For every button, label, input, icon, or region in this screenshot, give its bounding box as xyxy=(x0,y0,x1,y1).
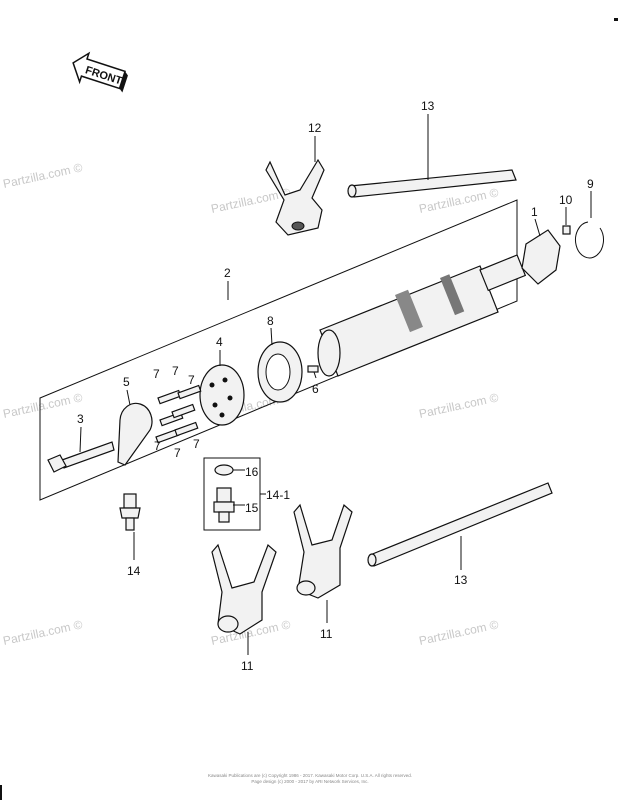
watermark: Partzilla.com © xyxy=(2,160,84,191)
callout-7: 7 xyxy=(174,446,181,460)
callout-4: 4 xyxy=(216,335,223,349)
watermarks: Partzilla.com © Partzilla.com © Partzill… xyxy=(2,160,500,648)
callout-13-top: 13 xyxy=(421,99,435,113)
callout-11: 11 xyxy=(241,659,254,673)
callout-5: 5 xyxy=(123,375,130,389)
page-design-line: Page design (c) 2000 - 2017 by ARI Netwo… xyxy=(251,779,369,784)
circlip xyxy=(575,221,604,259)
shift-fork-11-right xyxy=(293,503,353,599)
shift-rod-top xyxy=(347,169,517,198)
callout-6: 6 xyxy=(312,382,319,396)
bolt xyxy=(47,441,115,473)
callout-labels: 13 12 9 10 1 2 8 4 7 7 7 5 6 3 7 7 7 16 … xyxy=(77,99,594,673)
callout-15: 15 xyxy=(245,501,259,515)
pin-6 xyxy=(307,365,319,373)
o-ring xyxy=(214,464,234,476)
callout-16: 16 xyxy=(245,465,259,479)
watermark: Partzilla.com © xyxy=(418,185,500,216)
callout-9: 9 xyxy=(587,177,594,191)
shift-drum xyxy=(317,254,527,377)
callout-7: 7 xyxy=(172,364,179,378)
shift-fork-12 xyxy=(265,158,325,236)
pin-plate xyxy=(117,402,153,466)
leader-lines xyxy=(79,114,592,655)
front-arrow-icon: FRONT xyxy=(72,51,128,93)
cam-plate xyxy=(521,229,561,285)
callout-7: 7 xyxy=(153,367,160,381)
watermark: Partzilla.com © xyxy=(418,390,500,421)
callout-8: 8 xyxy=(267,314,274,328)
pin xyxy=(562,225,571,235)
assembly-box xyxy=(39,199,518,501)
callout-7: 7 xyxy=(193,437,200,451)
callout-14-1: 14-1 xyxy=(266,488,290,502)
watermark: Partzilla.com © xyxy=(2,390,84,421)
callout-2: 2 xyxy=(224,266,231,280)
callout-10: 10 xyxy=(559,193,573,207)
edge-mark xyxy=(614,18,618,21)
watermark: Partzilla.com © xyxy=(2,617,84,648)
pin-holder xyxy=(199,364,245,426)
callout-11: 11 xyxy=(320,627,333,641)
callout-13-bottom: 13 xyxy=(454,573,468,587)
callout-3: 3 xyxy=(77,412,84,426)
bearing xyxy=(257,341,303,403)
callout-7: 7 xyxy=(154,439,161,453)
pins-7 xyxy=(155,384,202,444)
callout-14: 14 xyxy=(127,564,141,578)
copyright-line: Kawasaki Publications are (c) Copyright … xyxy=(207,773,413,778)
callout-12: 12 xyxy=(308,121,322,135)
callout-7: 7 xyxy=(188,373,195,387)
shift-fork-11-left xyxy=(211,543,277,635)
switch-15 xyxy=(213,487,235,523)
callout-1: 1 xyxy=(531,205,538,219)
edge-mark xyxy=(0,785,2,800)
neutral-switch xyxy=(119,493,141,531)
shift-rod-bottom xyxy=(367,482,553,567)
watermark: Partzilla.com © xyxy=(418,617,500,648)
